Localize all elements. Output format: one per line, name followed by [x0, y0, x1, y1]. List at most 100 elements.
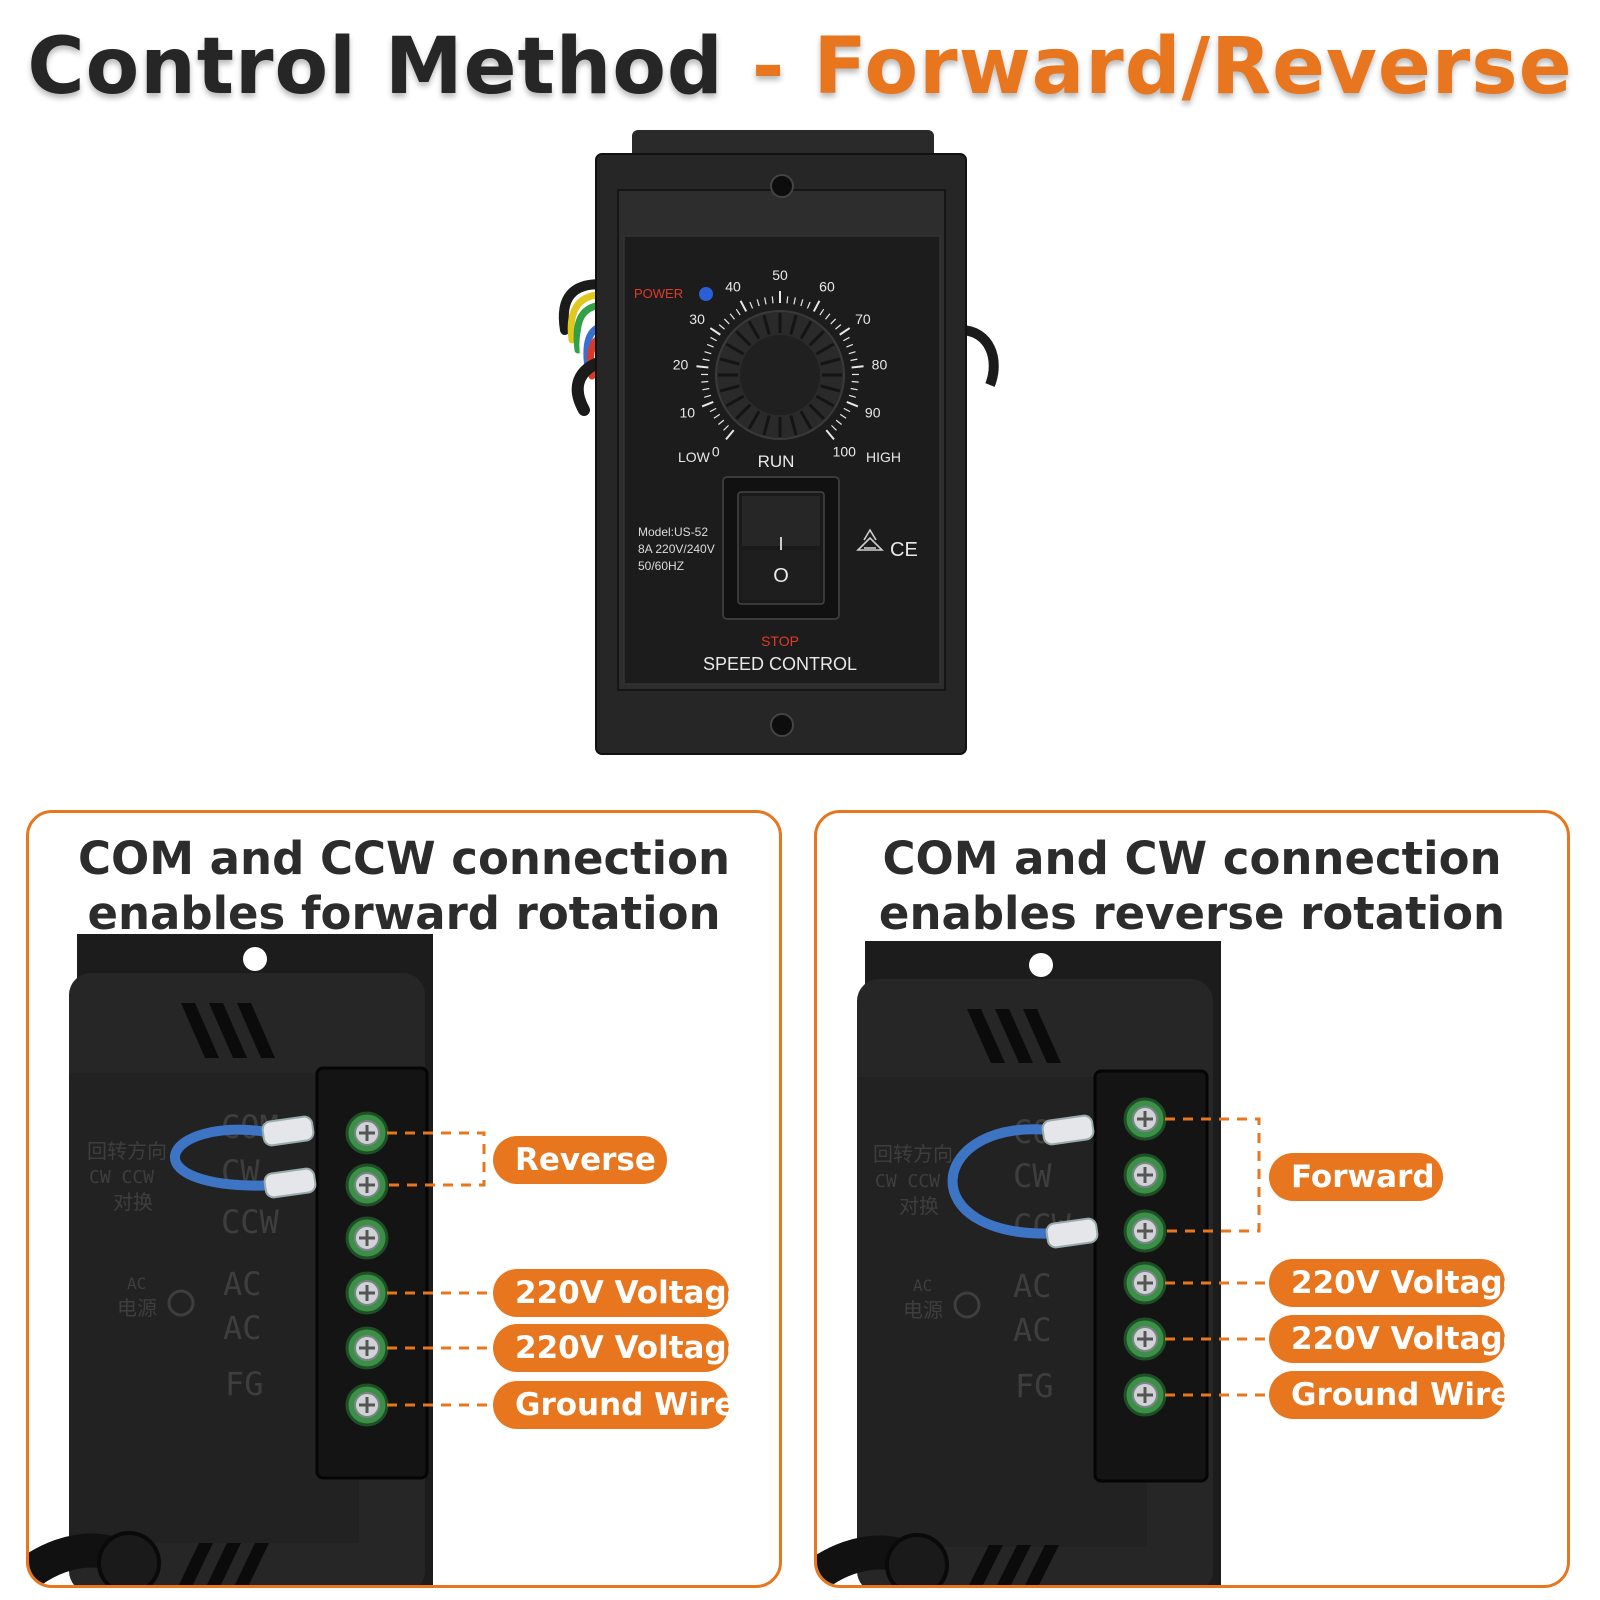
- dial-tick: [749, 301, 754, 309]
- marking-dir-1: 回转方向: [873, 1142, 953, 1166]
- ground-wire-label: Ground Wire: [1269, 1371, 1511, 1419]
- dial-num-70: 70: [855, 311, 871, 327]
- dial-tick: [800, 299, 804, 307]
- dial-ticks: [696, 291, 864, 440]
- dial-tick: [729, 313, 735, 320]
- jumper-wire: [947, 1124, 1067, 1239]
- dial-tick: [701, 380, 709, 383]
- dial-tick: [850, 387, 858, 391]
- recycle-icon: [856, 528, 884, 551]
- power-rocker-switch[interactable]: I O: [722, 476, 840, 620]
- marking-ccw: CCW: [221, 1203, 280, 1241]
- dial-tick: [704, 394, 712, 398]
- dial-tick: [851, 380, 859, 383]
- terminal-screw-icon: [345, 1326, 389, 1370]
- marking-ac-2: AC: [223, 1309, 262, 1347]
- terminal-screw-icon: [1123, 1261, 1167, 1305]
- jumper-wire: [170, 1124, 284, 1191]
- dial-num-20: 20: [673, 357, 689, 373]
- marking-dir-3: 对换: [899, 1194, 939, 1218]
- dial-tick: [718, 324, 725, 330]
- dial-num-80: 80: [872, 357, 888, 373]
- terminal-block-illustration: COM CW CCW AC AC FG 回转方向 CW CCW 对换 AC 电源: [817, 941, 1267, 1585]
- marking-dir-1: 回转方向: [87, 1139, 167, 1163]
- dial-tick: [704, 351, 712, 355]
- dial-tick: [706, 343, 714, 348]
- low-label: LOW: [678, 449, 711, 465]
- dial-tick: [723, 318, 730, 325]
- terminal-screw-icon: [1123, 1317, 1167, 1361]
- dial-tick: [702, 358, 710, 362]
- dial-tick: [771, 296, 774, 304]
- panel-heading-line-1: COM and CW connection: [882, 832, 1502, 885]
- marking-power-ac: AC: [127, 1274, 146, 1293]
- voltage-label-2: 220V Voltage: [1269, 1315, 1524, 1363]
- dial-tick: [723, 424, 729, 431]
- side-cable-right: [959, 325, 999, 387]
- reverse-label: Reverse: [493, 1136, 667, 1184]
- dial-tick: [831, 424, 837, 431]
- forward-rotation-panel: COM and CCW connection enables forward r…: [26, 810, 782, 1588]
- terminal-screw-icon: [345, 1383, 389, 1427]
- dial-tick: [830, 318, 837, 325]
- title-main: Control Method: [27, 22, 724, 112]
- dial-tick: [850, 358, 858, 362]
- marking-dir-3: 对换: [113, 1190, 153, 1214]
- dial-tick: [843, 407, 851, 413]
- mounting-hole-top: [770, 174, 794, 198]
- dial-tick: [825, 429, 835, 440]
- mounting-hole-bottom: [770, 713, 794, 737]
- dial-tick: [702, 387, 710, 391]
- terminal-screw-icon: [1123, 1097, 1167, 1141]
- embossed-markings: COM CW CCW AC AC FG 回转方向 CW CCW 对换 AC 电源: [873, 1113, 1072, 1405]
- dial-tick: [825, 313, 831, 320]
- marking-dir-2: CW CCW: [89, 1167, 154, 1188]
- speed-control-label: SPEED CONTROL: [703, 654, 857, 674]
- marking-fg: FG: [1015, 1367, 1054, 1405]
- panel-heading-line-1: COM and CCW connection: [77, 832, 731, 885]
- marking-power-ac: AC: [913, 1276, 932, 1295]
- switch-on-symbol: I: [778, 534, 783, 554]
- power-led-icon: [699, 287, 713, 301]
- dial-scale: 0 10 20 30 40 50 60 70 80 90 100: [673, 267, 888, 460]
- marking-power: 电源: [903, 1298, 943, 1322]
- dial-tick: [835, 419, 842, 425]
- dial-tick: [812, 300, 821, 312]
- model-line-1: Model:US-52: [638, 525, 708, 539]
- crimp-terminal: [1041, 1114, 1095, 1146]
- panel-heading-line-2: enables forward rotation: [87, 887, 721, 940]
- dial-tick: [839, 327, 851, 336]
- reverse-rotation-panel: COM and CW connection enables reverse ro…: [814, 810, 1570, 1588]
- dial-tick: [696, 365, 709, 369]
- ground-wire-label: Ground Wire: [493, 1381, 735, 1429]
- terminal-screw-icon: [345, 1271, 389, 1315]
- speed-controller-front: POWER 0 10 20 30 40 50 60 70 80 90 100 L…: [558, 130, 999, 755]
- dial-tick: [806, 301, 811, 309]
- voltage-label-2: 220V Voltage: [493, 1324, 748, 1372]
- dial-tick: [848, 351, 856, 355]
- dial-tick: [739, 300, 748, 312]
- dial-tick: [709, 327, 721, 336]
- dial-num-90: 90: [865, 404, 881, 420]
- vent-slots-bottom: [178, 1543, 269, 1585]
- dial-num-30: 30: [689, 311, 705, 327]
- dial-tick: [835, 324, 842, 330]
- vent-slots-bottom: [969, 1545, 1059, 1585]
- power-label: POWER: [634, 286, 683, 301]
- crimp-terminal: [263, 1167, 317, 1199]
- dial-num-60: 60: [819, 279, 835, 295]
- dial-tick: [735, 308, 741, 316]
- dial-num-100: 100: [833, 444, 857, 460]
- crimp-terminal: [261, 1115, 315, 1147]
- dial-tick: [764, 297, 767, 305]
- dial-tick: [725, 429, 735, 440]
- marking-ac-1: AC: [223, 1265, 262, 1303]
- dial-num-10: 10: [679, 404, 695, 420]
- switch-off-symbol: O: [773, 565, 789, 587]
- terminal-screw-icon: [345, 1163, 389, 1207]
- callout-lines: [1165, 1117, 1267, 1397]
- dial-tick: [786, 296, 789, 304]
- dial-tick: [819, 308, 825, 316]
- marking-ac-1: AC: [1013, 1267, 1052, 1305]
- speed-knob[interactable]: [715, 310, 845, 440]
